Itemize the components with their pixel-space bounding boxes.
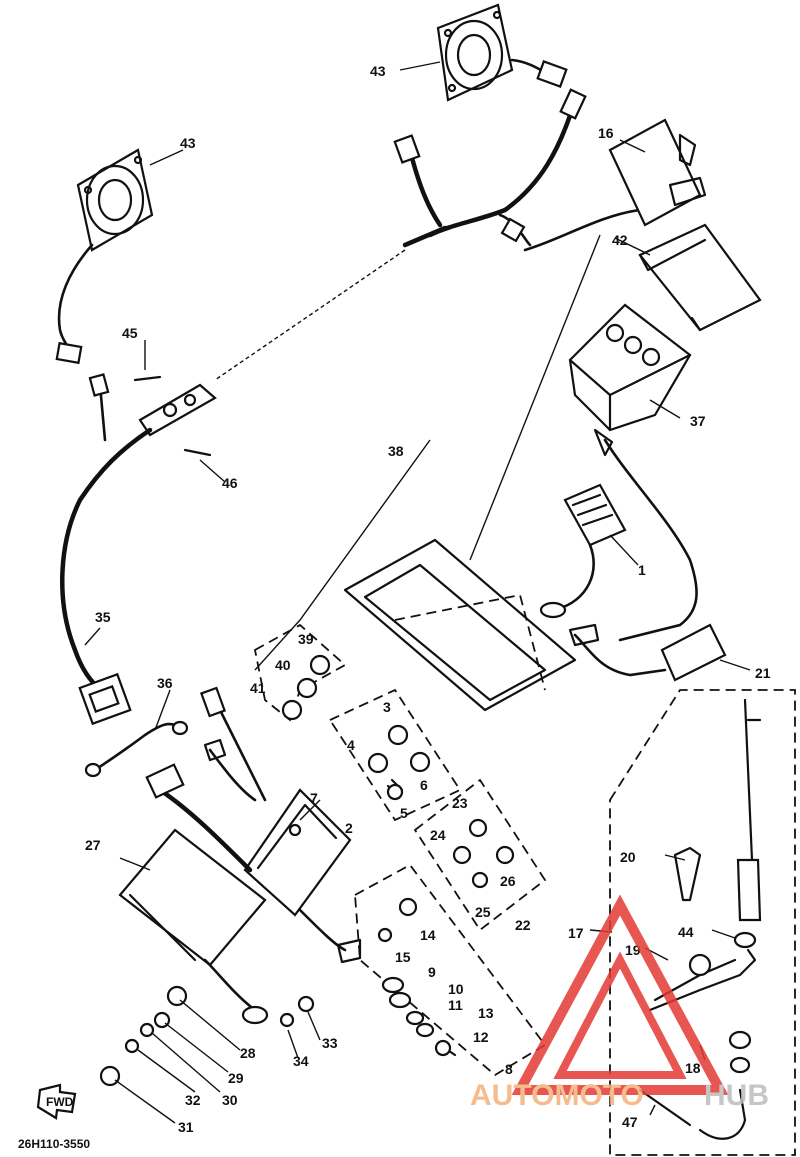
connector-21 bbox=[568, 623, 727, 682]
amplifier-7 bbox=[199, 686, 362, 964]
callout-8: 8 bbox=[505, 1061, 513, 1077]
callout-11: 11 bbox=[448, 997, 463, 1013]
callout-26: 26 bbox=[500, 873, 516, 889]
callout-13: 13 bbox=[478, 1005, 494, 1021]
speaker-left bbox=[55, 148, 154, 365]
callout-3: 3 bbox=[383, 699, 391, 715]
callout-29: 29 bbox=[228, 1070, 244, 1086]
callout-24: 24 bbox=[430, 827, 446, 843]
callout-41: 41 bbox=[250, 680, 266, 696]
callout-2: 2 bbox=[345, 820, 353, 836]
callout-25: 25 bbox=[475, 904, 491, 920]
callout-17: 17 bbox=[568, 925, 584, 941]
ground-wire-36 bbox=[93, 722, 182, 772]
callout-28: 28 bbox=[240, 1045, 256, 1061]
callout-30: 30 bbox=[222, 1092, 238, 1108]
watermark-text-a: AUTOMOTO bbox=[470, 1079, 644, 1112]
callout-40: 40 bbox=[275, 657, 291, 673]
mounting-bracket bbox=[343, 538, 577, 712]
callout-16: 16 bbox=[598, 125, 614, 141]
callout-12: 12 bbox=[473, 1029, 489, 1045]
callout-15: 15 bbox=[395, 949, 411, 965]
battery-cover-42 bbox=[638, 223, 762, 332]
watermark-text-b: HUB bbox=[704, 1079, 769, 1112]
callout-7: 7 bbox=[310, 790, 318, 806]
callout-21: 21 bbox=[755, 665, 771, 681]
callout-42: 42 bbox=[612, 232, 628, 248]
heatsink-27 bbox=[118, 763, 269, 1025]
callout-10: 10 bbox=[448, 981, 464, 997]
fwd-label: FWD bbox=[46, 1095, 74, 1109]
callout-leaders bbox=[84, 61, 751, 1124]
speaker-harness bbox=[214, 88, 662, 381]
callout-20: 20 bbox=[620, 849, 636, 865]
radio-unit-1 bbox=[539, 428, 698, 642]
callout-46: 46 bbox=[222, 475, 238, 491]
clip-45 bbox=[133, 375, 162, 382]
watermark-logo: AUTOMOTO HUB bbox=[470, 894, 769, 1112]
callout-22: 22 bbox=[515, 917, 531, 933]
callout-38: 38 bbox=[388, 443, 404, 459]
callout-labels: 43 43 16 42 45 46 37 38 1 21 35 39 40 41… bbox=[85, 63, 771, 1135]
callout-37: 37 bbox=[690, 413, 706, 429]
callout-6: 6 bbox=[420, 777, 428, 793]
callout-34: 34 bbox=[293, 1053, 309, 1069]
callout-4: 4 bbox=[347, 737, 355, 753]
callout-32: 32 bbox=[185, 1092, 201, 1108]
clip-46 bbox=[183, 448, 212, 457]
callout-27: 27 bbox=[85, 837, 101, 853]
callout-18: 18 bbox=[685, 1060, 701, 1076]
callout-43a: 43 bbox=[370, 63, 386, 79]
callout-33: 33 bbox=[322, 1035, 338, 1051]
fuse-holder-16 bbox=[608, 118, 707, 227]
main-harness-35 bbox=[60, 373, 217, 726]
callout-44: 44 bbox=[678, 924, 694, 940]
forward-arrow: FWD bbox=[36, 1083, 77, 1120]
callout-9: 9 bbox=[428, 964, 436, 980]
callout-5: 5 bbox=[400, 805, 408, 821]
callout-39: 39 bbox=[298, 631, 314, 647]
callout-35: 35 bbox=[95, 609, 111, 625]
speaker-right bbox=[436, 3, 568, 102]
callout-31: 31 bbox=[178, 1119, 194, 1135]
callout-43b: 43 bbox=[180, 135, 196, 151]
drawing-part-number: 26H110-3550 bbox=[18, 1137, 90, 1151]
callout-47: 47 bbox=[622, 1114, 638, 1130]
battery-37 bbox=[568, 303, 692, 432]
callout-36: 36 bbox=[157, 675, 173, 691]
callout-45: 45 bbox=[122, 325, 138, 341]
callout-23: 23 bbox=[452, 795, 468, 811]
callout-1: 1 bbox=[638, 562, 646, 578]
callout-14: 14 bbox=[420, 927, 436, 943]
